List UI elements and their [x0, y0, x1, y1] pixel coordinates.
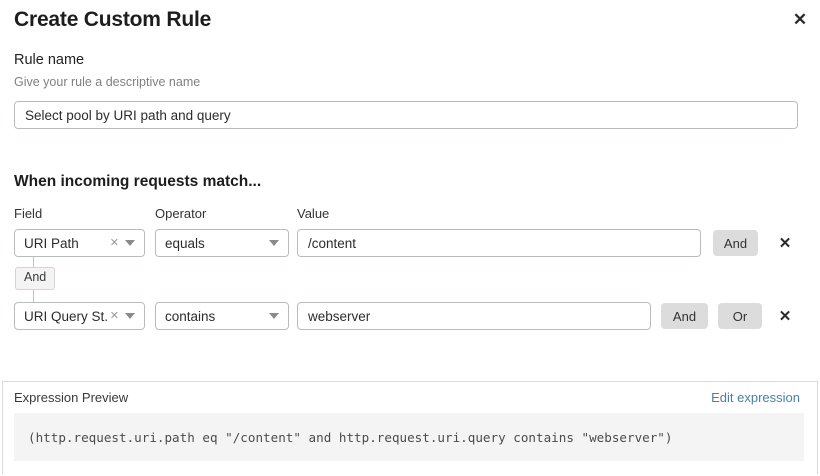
- field-select-2[interactable]: URI Query St... ✕: [14, 302, 145, 330]
- clear-icon[interactable]: ✕: [109, 309, 119, 322]
- clear-icon[interactable]: ✕: [109, 236, 119, 249]
- operator-select-1[interactable]: equals: [155, 229, 289, 257]
- add-and-condition-button-1[interactable]: And: [713, 230, 758, 256]
- delete-condition-button-1[interactable]: ✕: [778, 235, 792, 252]
- rule-name-input[interactable]: [14, 101, 798, 129]
- condition-group-and-badge[interactable]: And: [15, 267, 56, 290]
- add-or-condition-button-2[interactable]: Or: [718, 303, 762, 329]
- close-icon[interactable]: ✕: [792, 9, 808, 29]
- operator-select-2-value: contains: [165, 308, 216, 324]
- chevron-down-icon: [269, 240, 279, 246]
- field-select-2-value: URI Query St...: [24, 308, 108, 324]
- column-header-operator: Operator: [155, 206, 207, 221]
- expression-preview-code: (http.request.uri.path eq "/content" and…: [14, 413, 804, 461]
- rule-name-help-text: Give your rule a descriptive name: [14, 75, 201, 89]
- chevron-down-icon: [125, 240, 135, 246]
- field-select-1-value: URI Path: [24, 235, 79, 251]
- rule-name-label: Rule name: [14, 52, 85, 68]
- add-and-condition-button-2[interactable]: And: [661, 303, 708, 329]
- field-select-1[interactable]: URI Path ✕: [14, 229, 145, 257]
- value-input-2[interactable]: [297, 302, 651, 330]
- dialog-title: Create Custom Rule: [14, 8, 212, 31]
- operator-select-2[interactable]: contains: [155, 302, 289, 330]
- delete-condition-button-2[interactable]: ✕: [778, 308, 792, 325]
- column-header-field: Field: [14, 206, 43, 221]
- chevron-down-icon: [125, 313, 135, 319]
- expression-preview-label: Expression Preview: [14, 390, 129, 405]
- column-header-value: Value: [297, 206, 330, 221]
- conditions-heading: When incoming requests match...: [14, 173, 262, 190]
- edit-expression-link[interactable]: Edit expression: [711, 390, 800, 405]
- value-input-1[interactable]: [297, 229, 701, 257]
- chevron-down-icon: [269, 313, 279, 319]
- operator-select-1-value: equals: [165, 235, 205, 251]
